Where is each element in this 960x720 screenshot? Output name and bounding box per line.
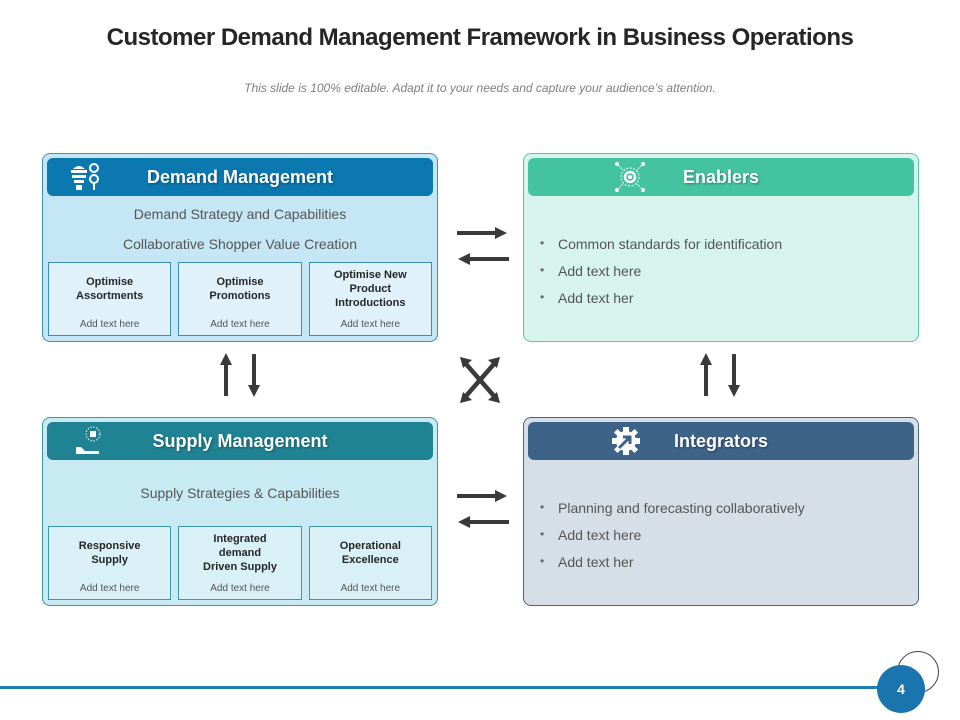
left-arrow-shaft bbox=[469, 520, 509, 524]
list-item: •Common standards for identification bbox=[540, 236, 783, 252]
integrators-header: Integrators bbox=[528, 422, 914, 460]
demand-box-title: Optimise New Product Introductions bbox=[333, 269, 407, 309]
page-number-badge: 4 bbox=[877, 665, 925, 713]
supply-box-text: Add text here bbox=[340, 583, 401, 594]
supply-subboxes: Responsive Supply Add text here Integrat… bbox=[48, 526, 432, 600]
down-arrow-head bbox=[248, 385, 260, 397]
supply-box: Responsive Supply Add text here bbox=[48, 526, 172, 600]
supply-box-text: Add text here bbox=[79, 583, 140, 594]
list-item: •Planning and forecasting collaborativel… bbox=[540, 500, 805, 516]
right-arrow-head bbox=[495, 227, 507, 239]
down-arrow-head bbox=[728, 385, 740, 397]
right-arrow-head bbox=[495, 490, 507, 502]
horizontal-exchange-arrows-top bbox=[457, 227, 509, 265]
demand-line-2: Collaborative Shopper Value Creation bbox=[123, 236, 357, 252]
demand-box: Optimise New Product Introductions Add t… bbox=[308, 262, 432, 336]
demand-management-header: Demand Management bbox=[47, 158, 433, 196]
supply-management-panel: Supply Management Supply Strategies & Ca… bbox=[42, 417, 438, 606]
vertical-exchange-arrows-left bbox=[220, 353, 260, 397]
slide-title: Customer Demand Management Framework in … bbox=[106, 24, 854, 51]
down-arrow-shaft bbox=[732, 354, 736, 386]
demand-management-panel: Demand Management Demand Strategy and Ca… bbox=[42, 153, 438, 342]
supply-box-title: Integrated demand Driven Supply bbox=[203, 533, 277, 573]
left-arrow-head bbox=[458, 516, 470, 528]
enablers-panel: Enablers •Common standards for identific… bbox=[523, 153, 919, 342]
list-item: •Add text her bbox=[540, 554, 634, 570]
supply-box-title: Operational Excellence bbox=[339, 540, 401, 566]
up-arrow-head bbox=[700, 353, 712, 365]
supply-management-title: Supply Management bbox=[152, 430, 328, 451]
demand-box-text: Add text here bbox=[79, 319, 140, 330]
demand-box: Optimise Promotions Add text here bbox=[178, 262, 302, 336]
left-arrow-head bbox=[458, 253, 470, 265]
enablers-header: Enablers bbox=[528, 158, 914, 196]
right-arrow-shaft bbox=[457, 231, 497, 235]
demand-box-text: Add text here bbox=[340, 319, 401, 330]
footer-line bbox=[0, 686, 885, 689]
hand-box-icon bbox=[76, 426, 101, 454]
gear-network-icon bbox=[615, 162, 645, 192]
demand-box-text: Add text here bbox=[210, 319, 270, 330]
integrators-title: Integrators bbox=[673, 430, 769, 451]
supply-box-text: Add text here bbox=[210, 583, 270, 594]
supply-box: Integrated demand Driven Supply Add text… bbox=[178, 526, 302, 600]
demand-box-title: Optimise Promotions bbox=[209, 276, 271, 302]
demand-line-1: Demand Strategy and Capabilities bbox=[133, 206, 347, 222]
up-arrow-shaft bbox=[704, 364, 708, 396]
supply-line-1: Supply Strategies & Capabilities bbox=[140, 485, 340, 501]
cross-arrows bbox=[460, 357, 500, 403]
list-item: •Add text here bbox=[540, 263, 642, 279]
supply-box-title: Responsive Supply bbox=[78, 540, 141, 566]
up-arrow-head bbox=[220, 353, 232, 365]
supply-box: Operational Excellence Add text here bbox=[308, 526, 432, 600]
list-item: •Add text here bbox=[540, 527, 642, 543]
list-item: •Add text her bbox=[540, 290, 634, 306]
right-arrow-shaft bbox=[457, 494, 497, 498]
demand-box: Optimise Assortments Add text here bbox=[48, 262, 172, 336]
supply-management-header: Supply Management bbox=[47, 422, 433, 460]
down-arrow-shaft bbox=[252, 354, 256, 386]
up-arrow-shaft bbox=[224, 364, 228, 396]
integrators-panel: Integrators •Planning and forecasting co… bbox=[523, 417, 919, 606]
demand-subboxes: Optimise Assortments Add text here Optim… bbox=[48, 262, 432, 336]
enablers-bullet-list: •Common standards for identification •Ad… bbox=[540, 236, 782, 317]
horizontal-exchange-arrows-bottom bbox=[457, 490, 509, 528]
slide-subtitle: This slide is 100% editable. Adapt it to… bbox=[244, 81, 716, 95]
vertical-exchange-arrows-right bbox=[700, 353, 740, 397]
left-arrow-shaft bbox=[469, 257, 509, 261]
gear-arrow-icon bbox=[612, 427, 640, 455]
demand-box-title: Optimise Assortments bbox=[76, 276, 144, 302]
demand-management-title: Demand Management bbox=[146, 166, 334, 187]
enablers-title: Enablers bbox=[682, 166, 760, 187]
funnel-users-icon bbox=[71, 163, 99, 190]
integrators-bullet-list: •Planning and forecasting collaborativel… bbox=[540, 500, 805, 581]
